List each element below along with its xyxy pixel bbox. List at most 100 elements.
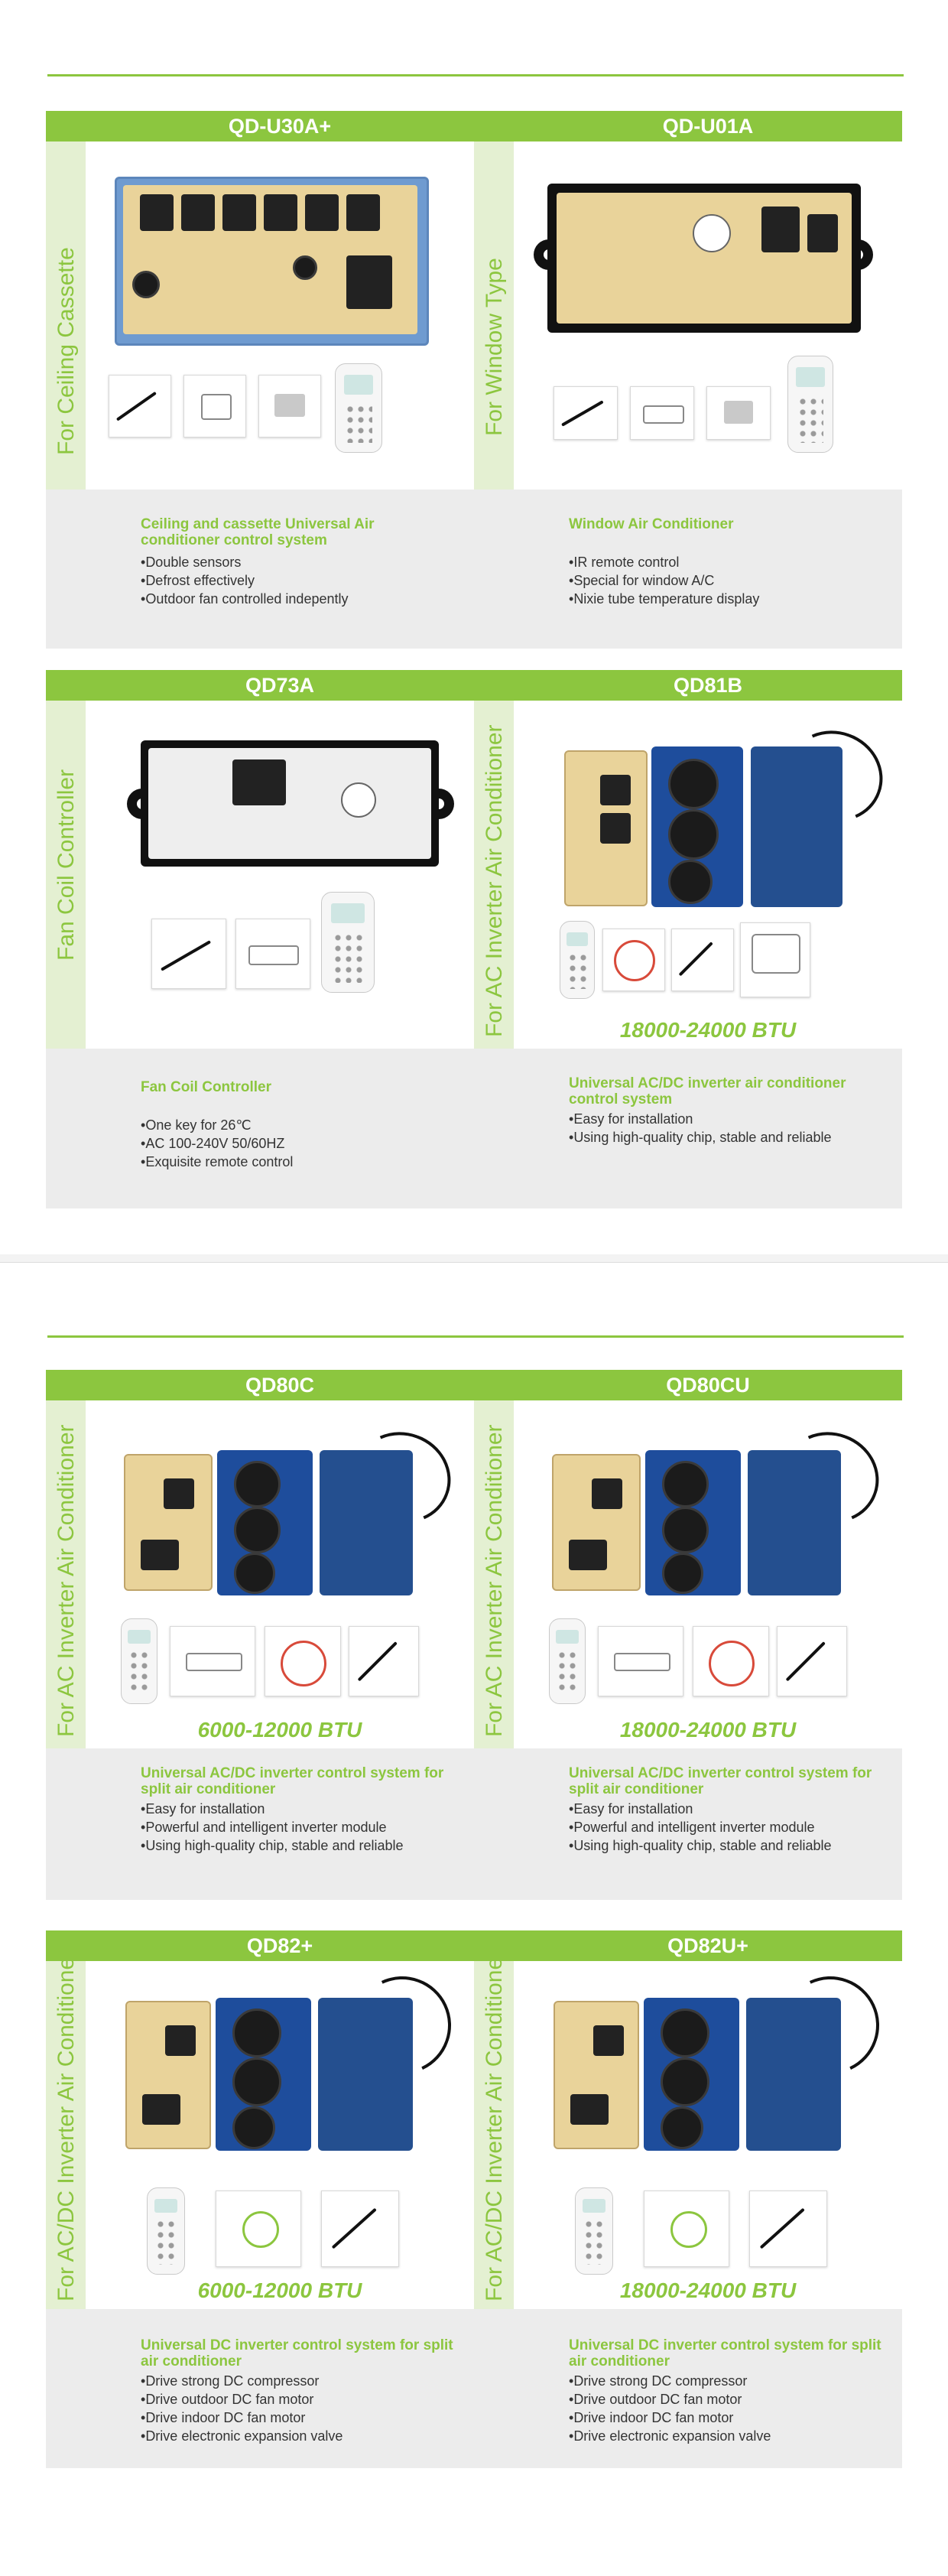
product-title: QD-U01A <box>662 115 754 138</box>
accessory-sensor-cable <box>349 1626 419 1696</box>
accessory-display <box>170 1626 255 1696</box>
product-image <box>514 701 902 1049</box>
product-header: QD73A <box>46 670 474 701</box>
top-divider-rule <box>47 1335 904 1338</box>
category-label: For Window Type <box>482 258 507 436</box>
product-title: QD-U30A+ <box>228 115 332 138</box>
feature-item: Drive electronic expansion valve <box>141 2427 462 2445</box>
description-title: Universal AC/DC inverter control system … <box>141 1765 444 1797</box>
btu-rating: 6000-12000 BTU <box>197 1718 362 1742</box>
category-band: For AC Inverter Air Conditioner <box>474 1400 514 1748</box>
feature-item: Drive strong DC compressor <box>141 2372 462 2390</box>
control-board <box>115 177 429 346</box>
product-description: Universal DC inverter control system for… <box>46 2309 474 2468</box>
accessory-sensor-cable <box>777 1626 847 1696</box>
accessory-sensor-cable <box>749 2191 827 2267</box>
feature-item: Drive indoor DC fan motor <box>141 2408 462 2427</box>
product-image <box>86 1961 474 2309</box>
accessory-harness <box>693 1626 769 1696</box>
product-image <box>514 141 902 490</box>
product-header: QD82+ <box>46 1930 474 1961</box>
feature-item: Using high-quality chip, stable and reli… <box>569 1836 890 1855</box>
remote-control <box>560 921 595 999</box>
category-band: For Ceiling Cassette <box>46 141 86 490</box>
accessory-sensor-cable <box>151 919 226 989</box>
inverter-module <box>644 1998 739 2151</box>
remote-control <box>121 1618 157 1704</box>
category-band: For AC/DC Inverter Air Conditioner <box>474 1950 514 2309</box>
accessory-harness <box>265 1626 341 1696</box>
feature-list: Drive strong DC compressorDrive outdoor … <box>569 2372 890 2445</box>
category-label: For AC Inverter Air Conditioner <box>482 1424 507 1737</box>
indoor-board <box>552 1454 641 1591</box>
indoor-board <box>124 1454 213 1591</box>
category-label: For AC/DC Inverter Air Conditioner <box>482 1949 507 2301</box>
feature-item: IR remote control <box>569 553 890 571</box>
driver-module <box>751 746 842 907</box>
feature-list: Easy for installationPowerful and intell… <box>141 1800 462 1855</box>
feature-item: Special for window A/C <box>569 571 890 590</box>
accessory-display <box>598 1626 683 1696</box>
feature-item: Outdoor fan controlled indepently <box>141 590 462 608</box>
product-header: QD81B <box>474 670 902 701</box>
product-card-qd81b: For AC Inverter Air Conditioner QD81B <box>474 670 902 1208</box>
product-image <box>86 1400 474 1748</box>
btu-rating: 18000-24000 BTU <box>619 1718 797 1742</box>
accessory-sensor-cable <box>321 2191 399 2267</box>
category-band: For AC Inverter Air Conditioner <box>474 701 514 1049</box>
accessory-harness <box>602 929 665 991</box>
inverter-module <box>217 1450 313 1595</box>
feature-list: IR remote controlSpecial for window A/CN… <box>569 553 890 608</box>
category-label: For Ceiling Cassette <box>54 247 79 455</box>
btu-rating: 6000-12000 BTU <box>197 2278 362 2302</box>
product-description: Universal AC/DC inverter air conditioner… <box>474 1049 902 1208</box>
btu-rating: 18000-24000 BTU <box>619 2278 797 2302</box>
category-band: Fan Coil Controller <box>46 701 86 1049</box>
product-header: QD82U+ <box>474 1930 902 1961</box>
feature-list: Easy for installationUsing high-quality … <box>569 1110 890 1147</box>
feature-list: Drive strong DC compressorDrive outdoor … <box>141 2372 462 2445</box>
product-card-qd82: For AC/DC Inverter Air Conditioner QD82+ <box>46 1930 474 2468</box>
category-label: For AC Inverter Air Conditioner <box>482 724 507 1037</box>
category-band: For AC Inverter Air Conditioner <box>46 1400 86 1748</box>
driver-module <box>318 1998 413 2151</box>
accessory-sensor-cable <box>554 386 618 440</box>
product-title: QD80C <box>245 1374 315 1397</box>
catalog-page-1: For Ceiling Cassette QD-U30A+ <box>0 0 948 1254</box>
product-title: QD80CU <box>666 1374 750 1397</box>
driver-module <box>746 1998 841 2151</box>
product-title: QD81B <box>673 674 743 697</box>
remote-control <box>787 356 833 453</box>
description-title: Universal AC/DC inverter air conditioner… <box>569 1075 846 1107</box>
accessory-display <box>740 922 810 997</box>
feature-item: Using high-quality chip, stable and reli… <box>141 1836 462 1855</box>
feature-item: Easy for installation <box>569 1110 890 1128</box>
product-header: QD80CU <box>474 1370 902 1400</box>
feature-item: One key for 26℃ <box>141 1116 462 1134</box>
description-title: Window Air Conditioner <box>569 516 734 532</box>
feature-item: Drive outdoor DC fan motor <box>141 2390 462 2408</box>
feature-item: Easy for installation <box>569 1800 890 1818</box>
category-label: Fan Coil Controller <box>54 769 79 961</box>
remote-control <box>321 892 375 993</box>
feature-item: Defrost effectively <box>141 571 462 590</box>
inverter-module <box>216 1998 311 2151</box>
category-band: For AC/DC Inverter Air Conditioner <box>46 1950 86 2309</box>
feature-item: Nixie tube temperature display <box>569 590 890 608</box>
control-board <box>547 184 861 333</box>
driver-module <box>320 1450 413 1595</box>
category-band: For Window Type <box>474 141 514 490</box>
description-title: Ceiling and cassette Universal Air condi… <box>141 516 375 548</box>
feature-item: Using high-quality chip, stable and reli… <box>569 1128 890 1147</box>
remote-control <box>575 2187 613 2275</box>
accessory-sensor-cable <box>671 929 734 991</box>
remote-control <box>335 363 382 453</box>
indoor-board <box>554 2001 639 2149</box>
feature-item: Exquisite remote control <box>141 1153 462 1171</box>
accessory-display <box>235 919 310 989</box>
feature-list: Double sensorsDefrost effectivelyOutdoor… <box>141 553 462 608</box>
product-image <box>86 701 474 1049</box>
inverter-module <box>645 1450 741 1595</box>
accessory-display <box>644 2191 729 2267</box>
product-header: QD-U30A+ <box>46 111 474 141</box>
